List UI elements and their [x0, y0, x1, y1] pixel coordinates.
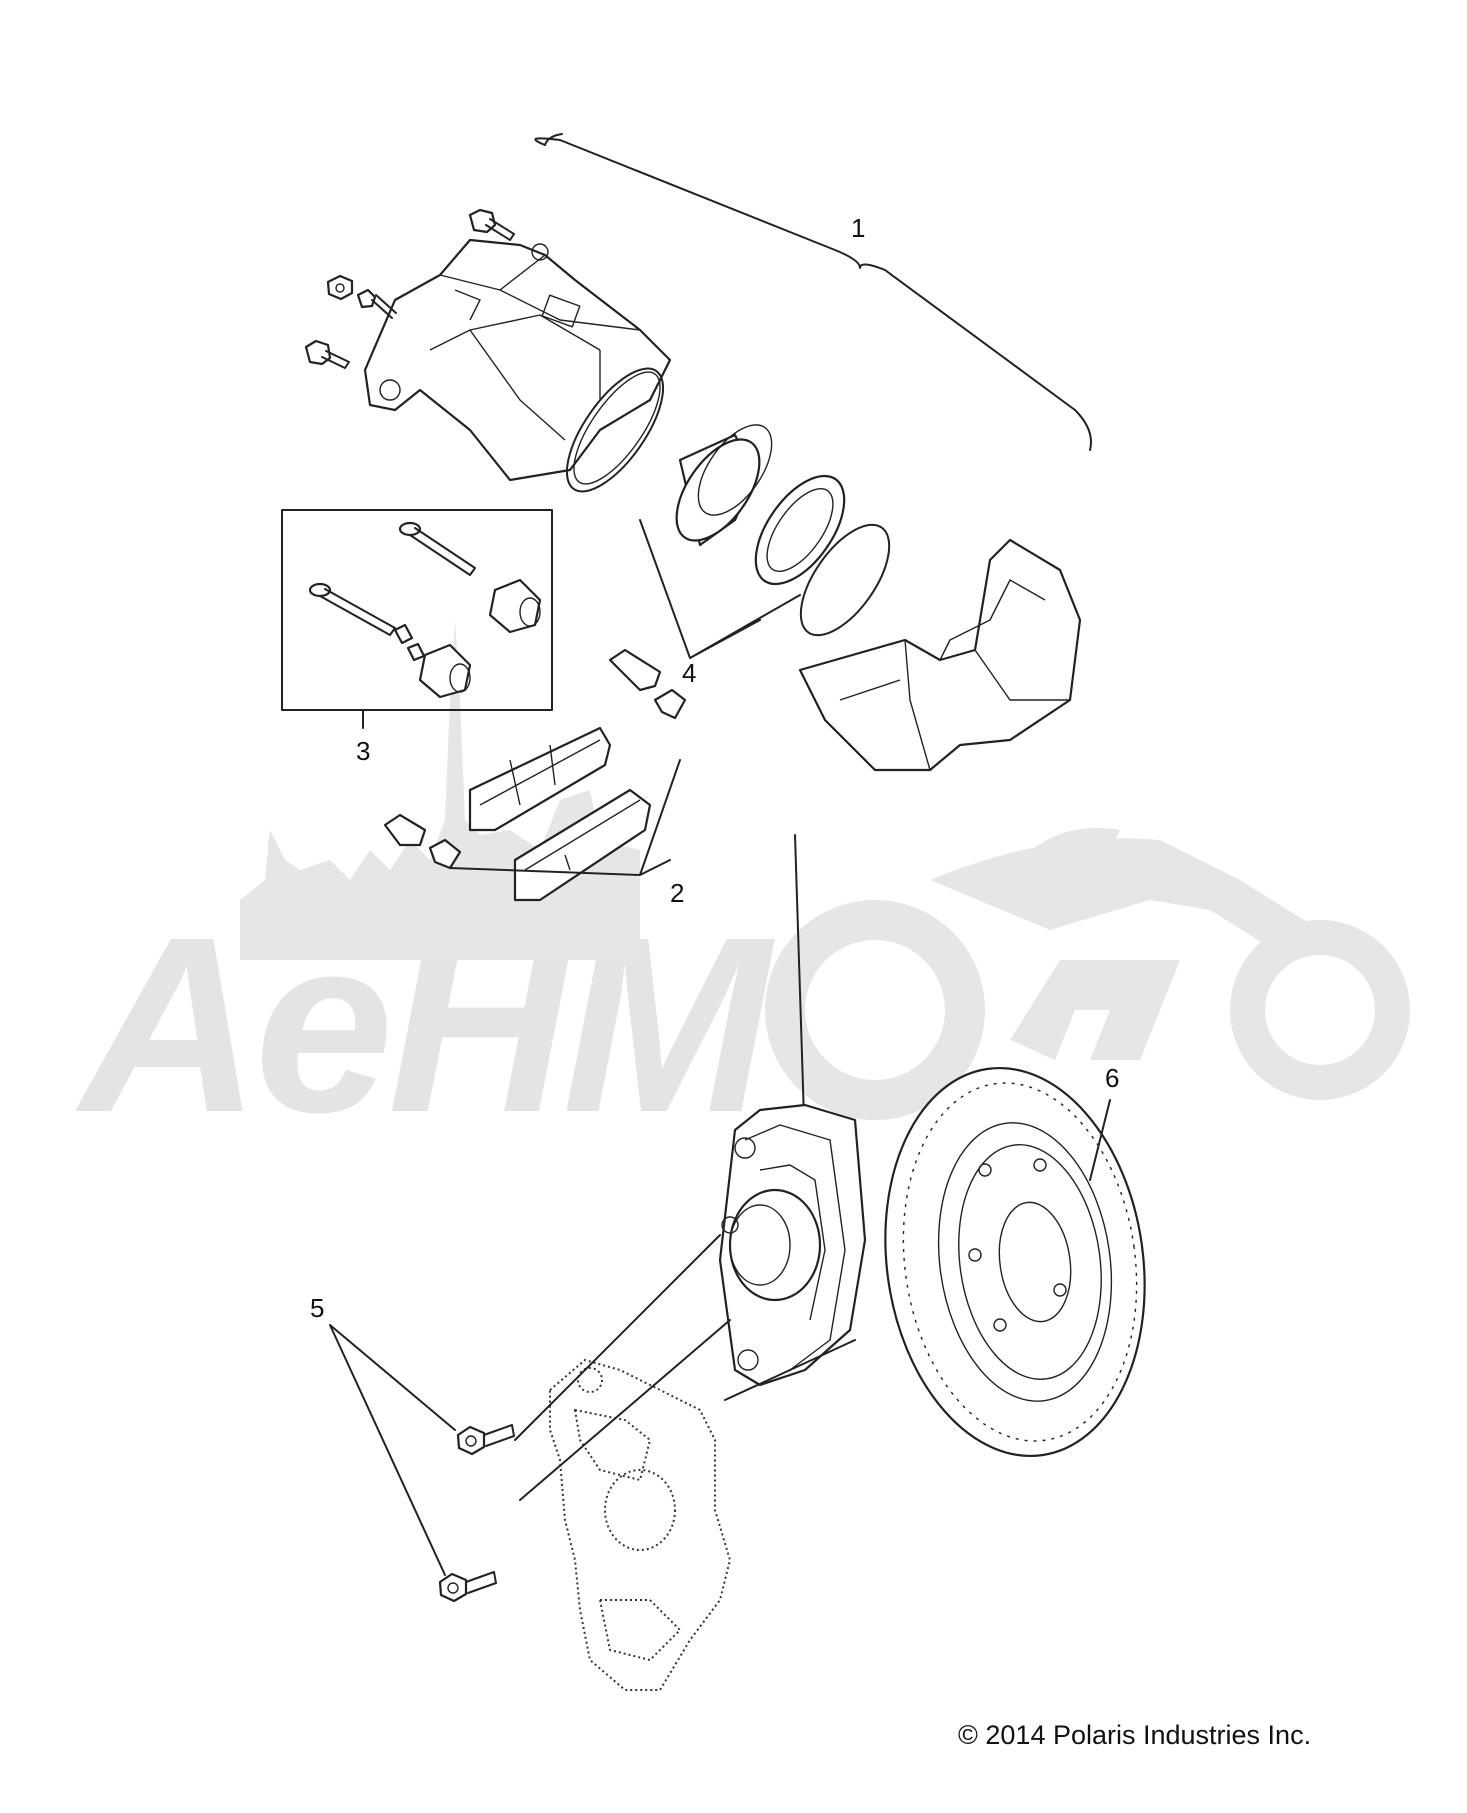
assembly-line: [794, 834, 806, 1151]
snap-ring-icon: [799, 523, 891, 637]
callout-5: 5: [310, 1293, 325, 1323]
watermark-graphic: [240, 620, 1410, 1120]
callout-6: 6: [1105, 1063, 1120, 1093]
brake-rotor: [884, 1066, 1146, 1458]
copyright-notice: © 2014 Polaris Industries Inc.: [958, 1720, 1312, 1750]
steering-knuckle: [549, 1359, 731, 1691]
piston-icon: [675, 424, 773, 547]
caliper-bracket: [798, 538, 1082, 772]
callout-1: 1: [851, 213, 866, 243]
callout-3: 3: [356, 736, 371, 766]
dust-boot-icon: [754, 474, 846, 586]
mounting-bolt-icon: [438, 1424, 515, 1603]
slide-boot-icon: [406, 578, 542, 699]
pad-clip-icon: [383, 648, 687, 870]
group-bracket: [534, 137, 1092, 451]
slide-pin-kit-box: [281, 509, 553, 711]
slide-pin-icon: [308, 521, 476, 645]
caliper-housing: [363, 238, 672, 482]
caliper-assembly: [718, 1103, 867, 1387]
piston-seal-icon: [565, 367, 665, 493]
callout-2: 2: [670, 878, 685, 908]
callout-4: 4: [682, 658, 697, 688]
bleeder-screw-icon: [326, 274, 397, 319]
bolt-icon: [304, 208, 515, 369]
